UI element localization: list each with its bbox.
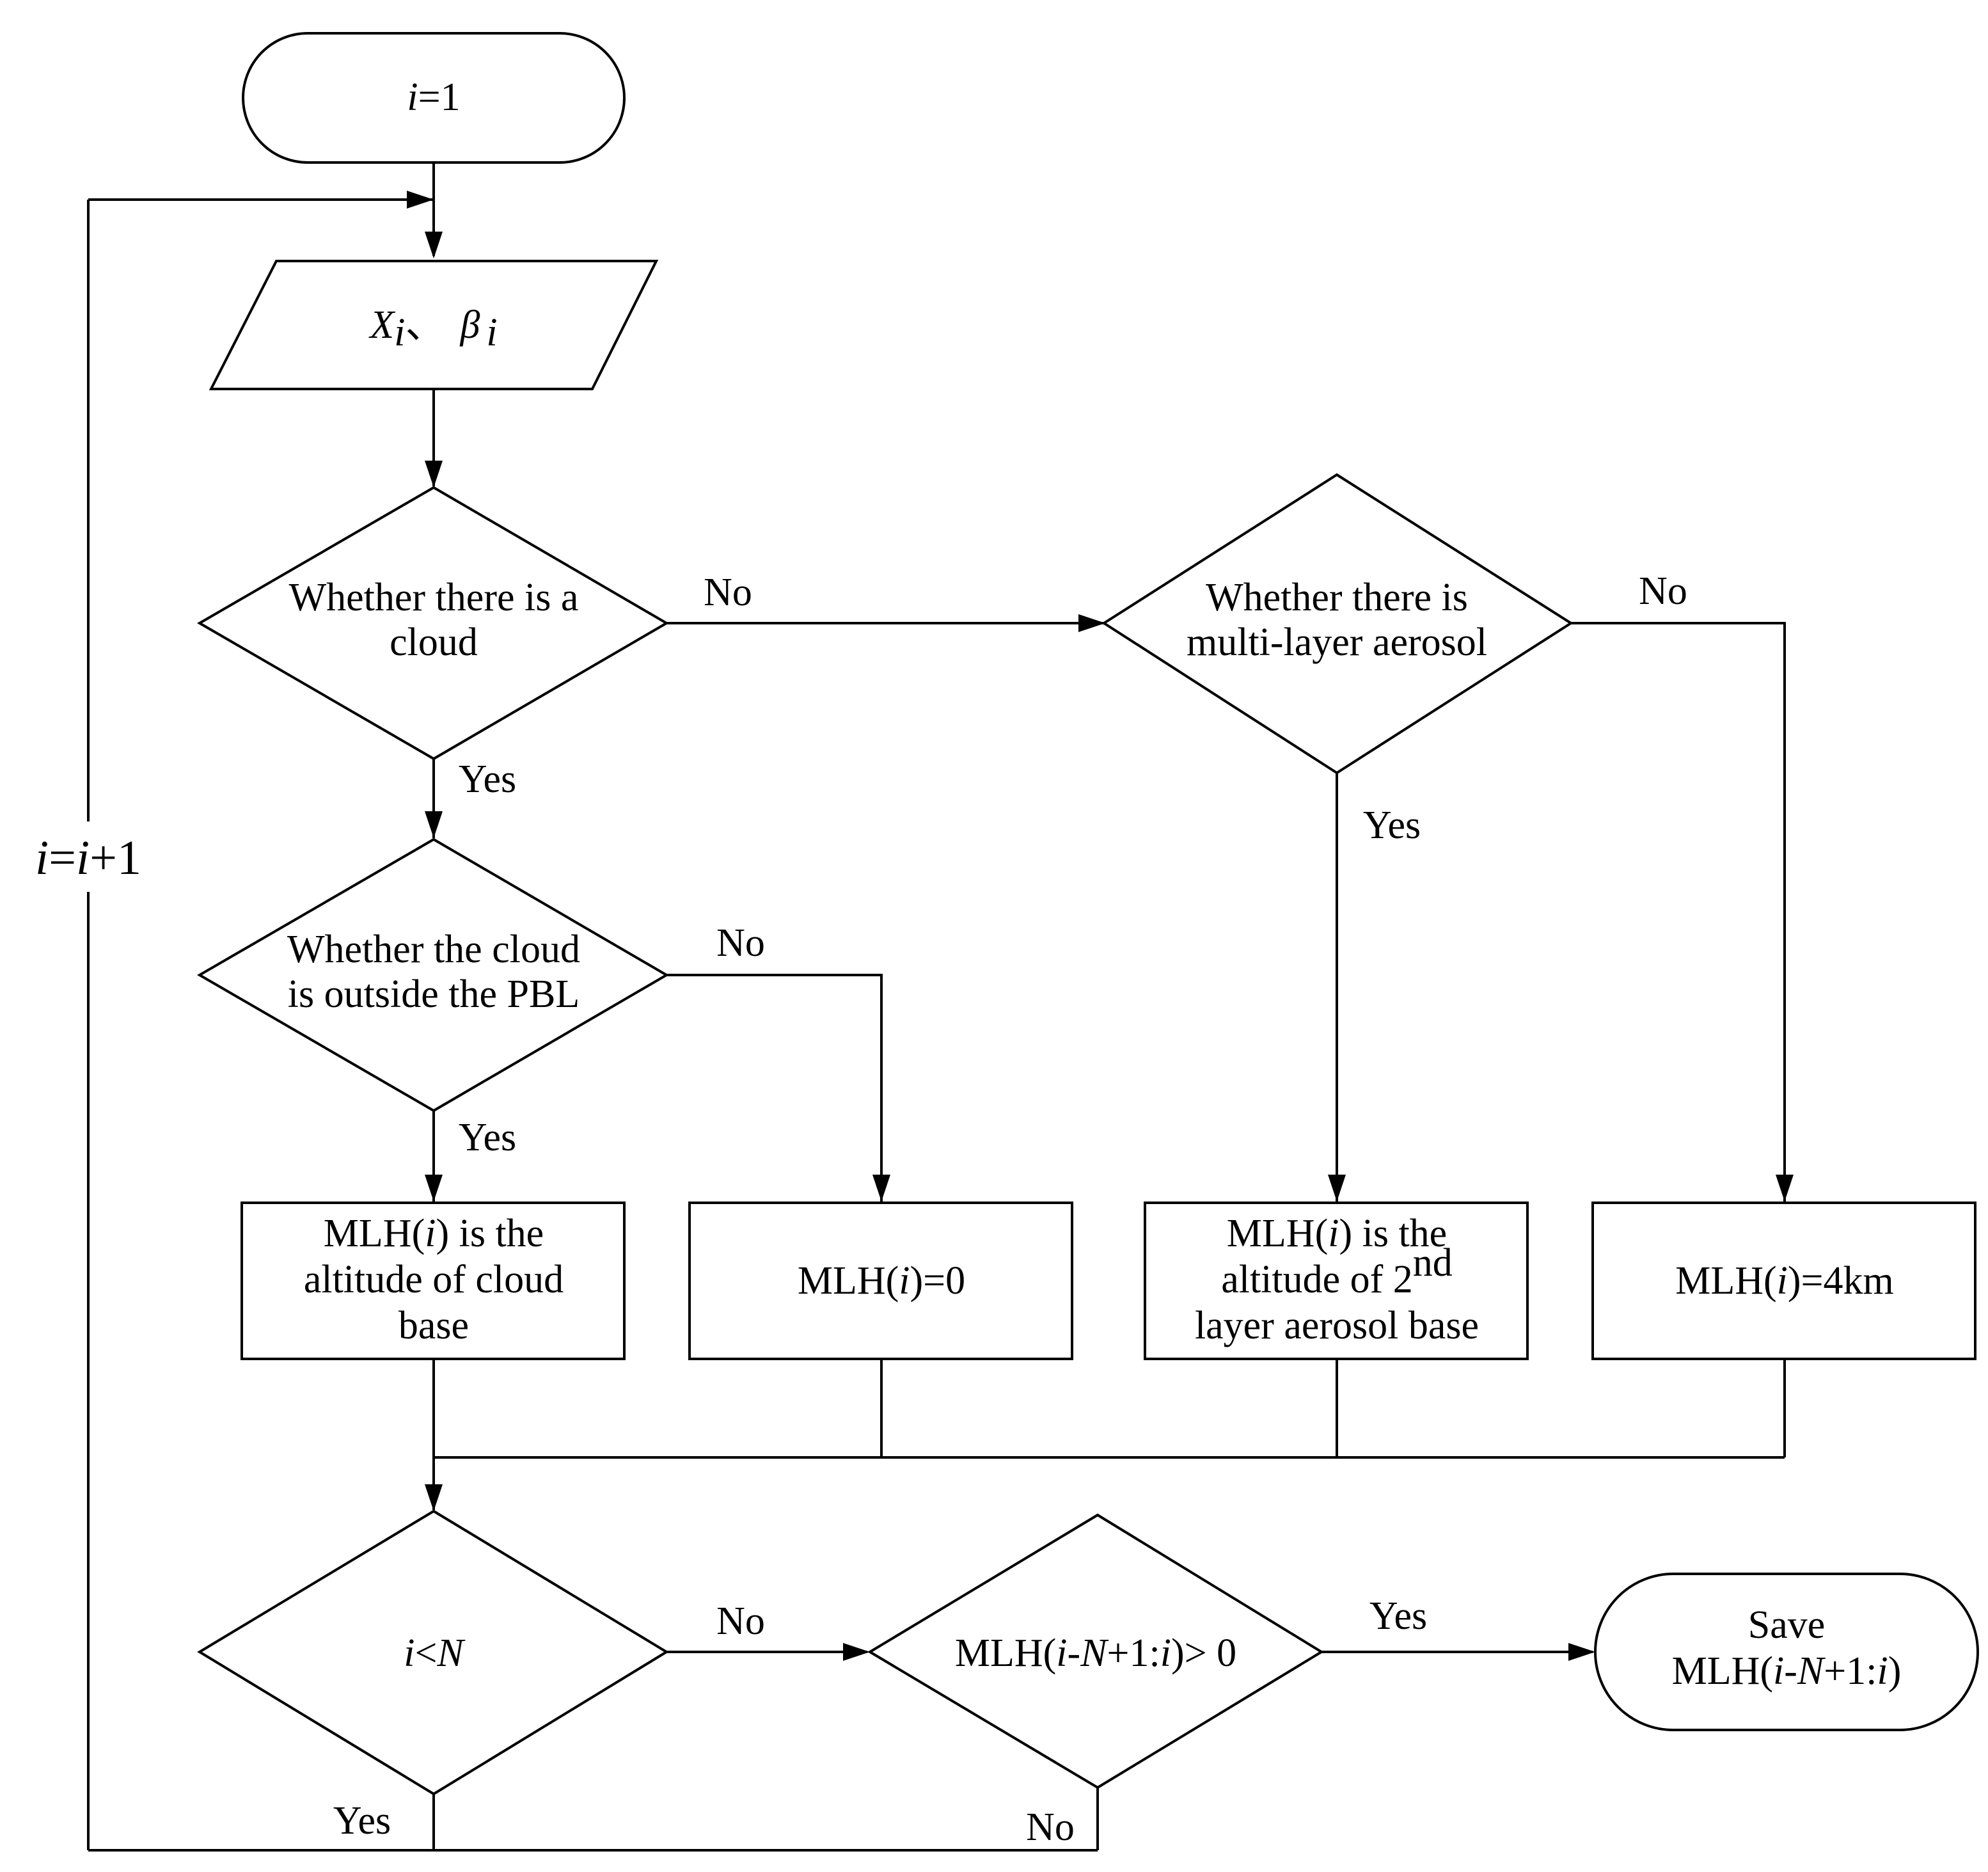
- label-loop-increment: i=i+1: [35, 831, 141, 885]
- arrowhead-pbl-yes: [425, 1175, 443, 1202]
- decision-cloud-line1: Whether there is a: [289, 576, 579, 619]
- decision-cloud-line2: cloud: [390, 621, 478, 664]
- decision-mlh-positive: MLH(i-N+1:i)> 0: [867, 1513, 1324, 1789]
- process-aerosol-line2: altitude of 2nd: [1221, 1241, 1453, 1301]
- decision-mlh-positive-label: MLH(i-N+1:i)> 0: [955, 1631, 1236, 1675]
- process-zero: MLH(i)=0: [688, 1202, 1073, 1360]
- arrowhead-multilayer-yes: [1328, 1175, 1346, 1202]
- edge-multilayer-no: [1571, 622, 1786, 1202]
- arrowhead-input-to-cloud: [425, 461, 443, 488]
- label-pbl-no: No: [716, 921, 765, 965]
- process-4km: MLH(i)=4km: [1591, 1202, 1976, 1360]
- arrowhead-multilayer-no: [1776, 1175, 1794, 1202]
- decision-cloud: Whether there is a cloud: [197, 486, 669, 761]
- process-cloud-base: MLH(i) is the altitude of cloud base: [241, 1202, 626, 1360]
- save-line1: Save: [1748, 1603, 1826, 1647]
- label-cloud-yes: Yes: [459, 758, 516, 801]
- save-line2: MLH(i-N+1:i): [1672, 1649, 1902, 1693]
- process-cloud-base-line3: base: [398, 1304, 469, 1347]
- arrowhead-cloud-yes: [425, 811, 443, 838]
- decision-multilayer-line1: Whether there is: [1206, 576, 1468, 619]
- decision-multilayer: Whether there is multi-layer aerosol: [1101, 473, 1574, 775]
- process-zero-label: MLH(i)=0: [798, 1259, 965, 1303]
- arrowhead-start-to-input: [425, 232, 443, 258]
- process-4km-label: MLH(i)=4km: [1675, 1259, 1894, 1303]
- decision-i-less-n-label: i<N: [404, 1631, 466, 1675]
- label-pbl-yes: Yes: [459, 1116, 516, 1159]
- process-cloud-base-line1: MLH(i) is the: [324, 1212, 544, 1255]
- label-positive-no: No: [1026, 1805, 1075, 1849]
- decision-i-less-n: i<N: [197, 1509, 669, 1796]
- arrowhead-ilessn-no: [843, 1643, 870, 1661]
- label-multilayer-yes: Yes: [1363, 804, 1421, 847]
- connectors: [87, 164, 1794, 1852]
- decision-pbl: Whether the cloud is outside the PBL: [197, 837, 669, 1113]
- label-ilessn-yes: Yes: [333, 1799, 391, 1843]
- arrowhead-loop: [407, 191, 434, 209]
- process-aerosol-base: MLH(i) is the altitude of 2nd layer aero…: [1144, 1202, 1529, 1360]
- save-terminator: Save MLH(i-N+1:i): [1594, 1573, 1979, 1731]
- label-cloud-no: No: [704, 571, 752, 614]
- label-positive-yes: Yes: [1369, 1594, 1427, 1638]
- process-aerosol-line3: layer aerosol base: [1195, 1304, 1479, 1347]
- start-label: i=1: [407, 75, 460, 119]
- start-terminator: i=1: [242, 32, 626, 164]
- decision-multilayer-line2: multi-layer aerosol: [1187, 621, 1487, 664]
- edge-labels: No Yes No Yes No Yes No Yes Yes No i=i+1: [35, 569, 1687, 1849]
- edge-pbl-no: [667, 974, 883, 1202]
- process-cloud-base-line2: altitude of cloud: [304, 1258, 564, 1301]
- arrowhead-merge: [425, 1484, 443, 1511]
- label-ilessn-no: No: [716, 1599, 765, 1643]
- arrowhead-pbl-no: [872, 1175, 890, 1202]
- process-aerosol-line1: MLH(i) is the: [1227, 1212, 1447, 1255]
- arrowhead-positive-yes: [1568, 1643, 1595, 1661]
- decision-pbl-line1: Whether the cloud: [287, 928, 580, 971]
- decision-pbl-line2: is outside the PBL: [288, 972, 580, 1016]
- arrowhead-cloud-no: [1078, 614, 1105, 632]
- label-multilayer-no: No: [1639, 569, 1687, 613]
